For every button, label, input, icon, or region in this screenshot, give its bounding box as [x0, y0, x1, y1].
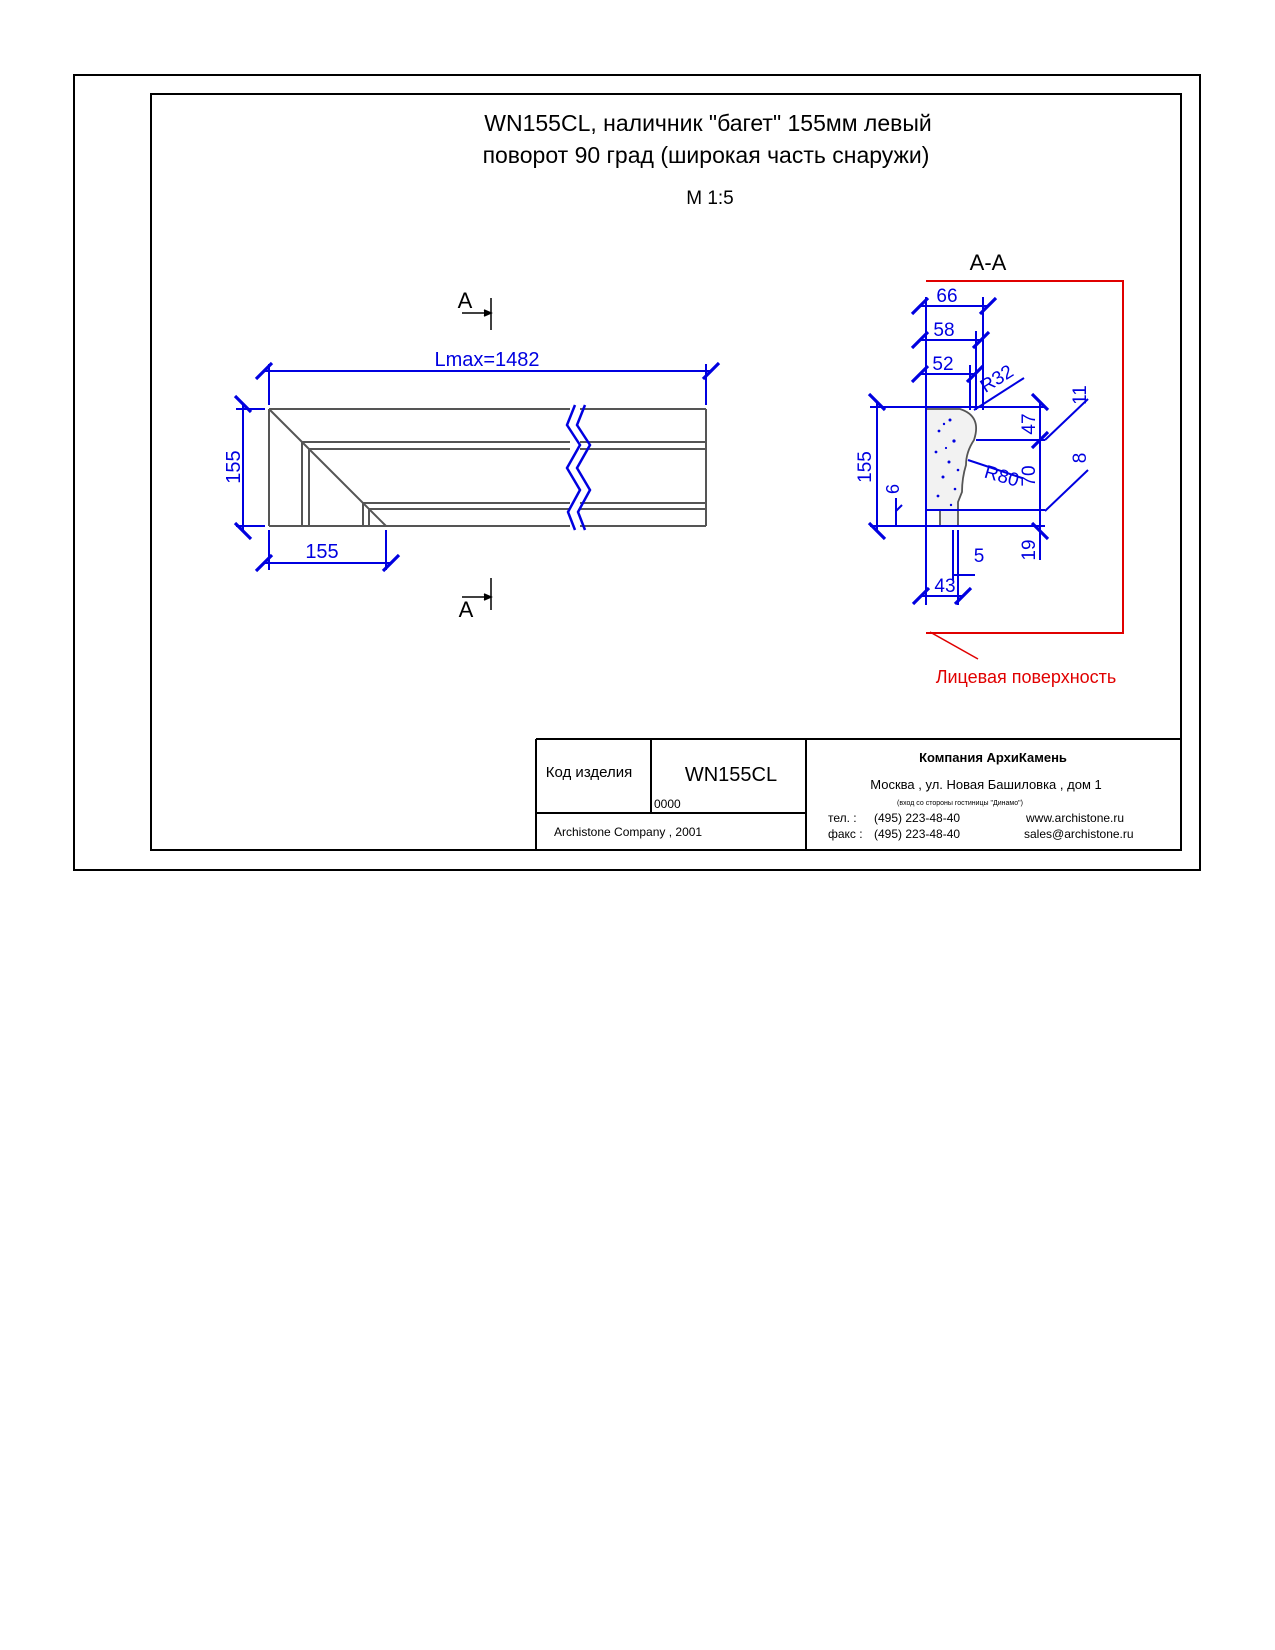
website: www.archistone.ru — [1025, 811, 1124, 825]
corner-width-dimension-label: 155 — [305, 541, 338, 563]
company-name: Компания АрхиКамень — [919, 750, 1067, 765]
code-number: 0000 — [654, 797, 681, 811]
concrete-hatch — [934, 418, 960, 507]
face-surface-bracket — [926, 280, 1124, 634]
section-view: А-А Лицевая поверхность — [855, 250, 1124, 687]
dim-5: 5 — [974, 546, 985, 567]
front-view: Lmax=1482 155 155 А А — [223, 288, 721, 622]
dim-11: 11 — [1070, 385, 1091, 405]
dim-8: 8 — [1070, 453, 1091, 464]
dim-52: 52 — [932, 354, 953, 375]
profile-shape — [925, 408, 978, 527]
tel-label: тел. : — [828, 811, 857, 825]
height-dimension — [233, 394, 265, 541]
scale-label: М 1:5 — [686, 188, 734, 209]
dim-19: 19 — [1019, 539, 1040, 560]
break-lines — [565, 404, 592, 531]
outer-frame — [73, 74, 1201, 871]
title-line-2: поворот 90 град (широкая часть снаружи) — [483, 142, 930, 168]
moulding-outline — [268, 408, 707, 527]
fax-label: факс : — [828, 827, 863, 841]
company-address: Москва , ул. Новая Башиловка , дом 1 — [870, 777, 1101, 792]
section-marker-top-label: А — [458, 288, 473, 313]
section-marker-top — [462, 298, 493, 330]
height-dimension-label: 155 — [223, 450, 245, 483]
length-dimension-label: Lmax=1482 — [434, 349, 539, 371]
dim-43: 43 — [934, 576, 955, 597]
email: sales@archistone.ru — [1024, 827, 1134, 841]
title-line-1: WN155CL, наличник "багет" 155мм левый — [484, 110, 931, 136]
dim-47: 47 — [1019, 413, 1040, 434]
dim-r80: R80 — [982, 462, 1021, 492]
corner-width-dimension — [254, 530, 401, 573]
section-marker-bottom — [462, 578, 493, 610]
title-block — [535, 738, 1181, 850]
fax-value: (495) 223-48-40 — [874, 827, 960, 841]
dim-58: 58 — [933, 320, 954, 341]
inner-frame — [150, 93, 1182, 851]
dim-70: 70 — [1019, 465, 1040, 486]
section-marker-bottom-label: А — [459, 597, 474, 622]
face-surface-leader — [929, 631, 979, 660]
dim-155-section: 155 — [855, 451, 876, 483]
tel-value: (495) 223-48-40 — [874, 811, 960, 825]
address-note: (вход со стороны гостиницы "Динамо") — [897, 800, 1023, 807]
copyright: Archistone Company , 2001 — [554, 825, 702, 839]
section-title: А-А — [970, 250, 1007, 275]
face-surface-label: Лицевая поверхность — [936, 667, 1117, 687]
section-dimension-lines — [867, 296, 1089, 606]
code-label: Код изделия — [546, 764, 632, 781]
length-dimension — [254, 361, 721, 405]
dim-6: 6 — [883, 484, 903, 494]
dim-66: 66 — [936, 286, 957, 307]
code-value: WN155CL — [685, 764, 777, 786]
